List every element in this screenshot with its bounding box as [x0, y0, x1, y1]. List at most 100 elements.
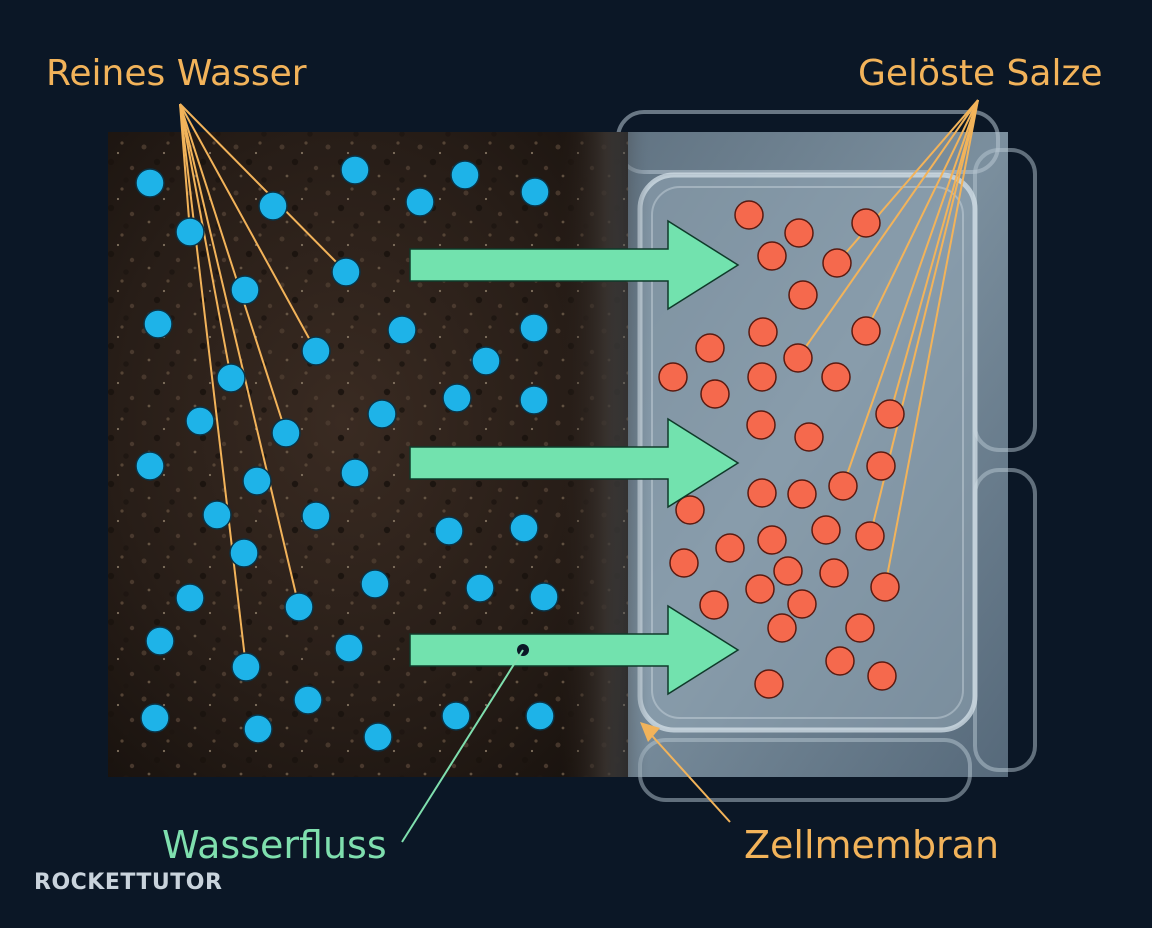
pure-water-leader-line	[179, 103, 347, 273]
water-molecule-icon	[520, 177, 550, 207]
salt-particle-icon	[669, 548, 699, 578]
salt-leader-line	[842, 99, 979, 487]
salt-particle-icon	[715, 533, 745, 563]
water-molecule-icon	[216, 363, 246, 393]
salt-leader-line	[865, 99, 979, 332]
salt-particle-icon	[784, 218, 814, 248]
water-flow-label: Wasserfluss	[162, 823, 387, 867]
water-molecule-icon	[135, 451, 165, 481]
salt-particle-icon	[811, 515, 841, 545]
water-molecule-icon	[367, 399, 397, 429]
salt-particle-icon	[773, 556, 803, 586]
water-molecule-icon	[271, 418, 301, 448]
salt-particle-icon	[870, 572, 900, 602]
pure-water-leader-line	[179, 103, 317, 352]
salt-particle-icon	[821, 362, 851, 392]
pure-water-leader-line	[179, 103, 191, 233]
membrane-leader-line	[644, 727, 731, 823]
water-molecule-icon	[185, 406, 215, 436]
water-molecule-icon	[363, 722, 393, 752]
salt-particle-icon	[767, 613, 797, 643]
water-molecule-icon	[175, 583, 205, 613]
water-molecule-icon	[229, 538, 259, 568]
salt-particle-icon	[748, 317, 778, 347]
pure-water-leader-line	[179, 103, 232, 379]
water-molecule-icon	[135, 168, 165, 198]
water-molecules	[135, 155, 559, 752]
salt-particle-icon	[734, 200, 764, 230]
salt-particle-icon	[822, 248, 852, 278]
water-molecule-icon	[301, 501, 331, 531]
salt-particle-icon	[819, 558, 849, 588]
water-molecule-icon	[230, 275, 260, 305]
salt-particle-icon	[794, 422, 824, 452]
pure-water-leader-line	[179, 103, 287, 434]
flow-arrow-icon	[409, 604, 740, 696]
water-molecule-icon	[434, 516, 464, 546]
water-molecule-icon	[242, 466, 272, 496]
salt-particle-icon	[787, 479, 817, 509]
salt-particle-icon	[866, 451, 896, 481]
water-molecule-icon	[145, 626, 175, 656]
salt-particle-icon	[845, 613, 875, 643]
other-leader-lines	[401, 644, 731, 843]
pure-water-leader-line	[179, 103, 247, 668]
water-molecule-icon	[175, 217, 205, 247]
salt-particle-icon	[746, 410, 776, 440]
water-molecule-icon	[301, 336, 331, 366]
water-molecule-icon	[334, 633, 364, 663]
salt-particles	[658, 200, 905, 699]
salt-particle-icon	[695, 333, 725, 363]
water-molecule-icon	[258, 191, 288, 221]
salt-particle-icon	[787, 589, 817, 619]
salt-leader-line	[797, 99, 979, 359]
water-molecule-icon	[340, 155, 370, 185]
water-molecule-icon	[442, 383, 472, 413]
salt-particle-icon	[699, 590, 729, 620]
flow-arrow-icon	[409, 417, 740, 509]
water-molecule-icon	[293, 685, 323, 715]
flow-arrows	[409, 219, 740, 696]
water-molecule-icon	[450, 160, 480, 190]
salt-particle-icon	[675, 495, 705, 525]
salt-particle-icon	[851, 208, 881, 238]
water-molecule-icon	[529, 582, 559, 612]
water-molecule-icon	[202, 500, 232, 530]
water-molecule-icon	[405, 187, 435, 217]
salt-particle-icon	[757, 525, 787, 555]
water-molecule-icon	[471, 346, 501, 376]
membrane-leader-arrowhead	[640, 722, 660, 742]
water-molecule-icon	[140, 703, 170, 733]
water-molecule-icon	[231, 652, 261, 682]
water-molecule-icon	[243, 714, 273, 744]
pure-water-label: Reines Wasser	[46, 53, 307, 94]
water-molecule-icon	[331, 257, 361, 287]
salt-particle-icon	[825, 646, 855, 676]
salt-particle-icon	[788, 280, 818, 310]
pure-water-leader-line	[179, 103, 300, 608]
salt-particle-icon	[875, 399, 905, 429]
salt-leader-line	[889, 99, 979, 415]
salt-particle-icon	[855, 521, 885, 551]
water-molecule-icon	[465, 573, 495, 603]
flow-arrow-icon	[409, 219, 740, 311]
salt-particle-icon	[700, 379, 730, 409]
cell-membrane-label: Zellmembran	[744, 823, 1000, 867]
salt-particle-icon	[828, 471, 858, 501]
water-molecule-icon	[509, 513, 539, 543]
salt-particle-icon	[745, 574, 775, 604]
dissolved-salts-label: Gelöste Salze	[858, 53, 1103, 94]
salt-particle-icon	[747, 478, 777, 508]
water-molecule-icon	[519, 385, 549, 415]
pure-water-leader-lines	[179, 103, 347, 668]
salt-particle-icon	[851, 316, 881, 346]
salt-particle-icon	[658, 362, 688, 392]
water-molecule-icon	[525, 701, 555, 731]
water-molecule-icon	[360, 569, 390, 599]
salt-particle-icon	[754, 669, 784, 699]
salt-particle-icon	[867, 661, 897, 691]
water-molecule-icon	[284, 592, 314, 622]
salt-particle-icon	[747, 362, 777, 392]
